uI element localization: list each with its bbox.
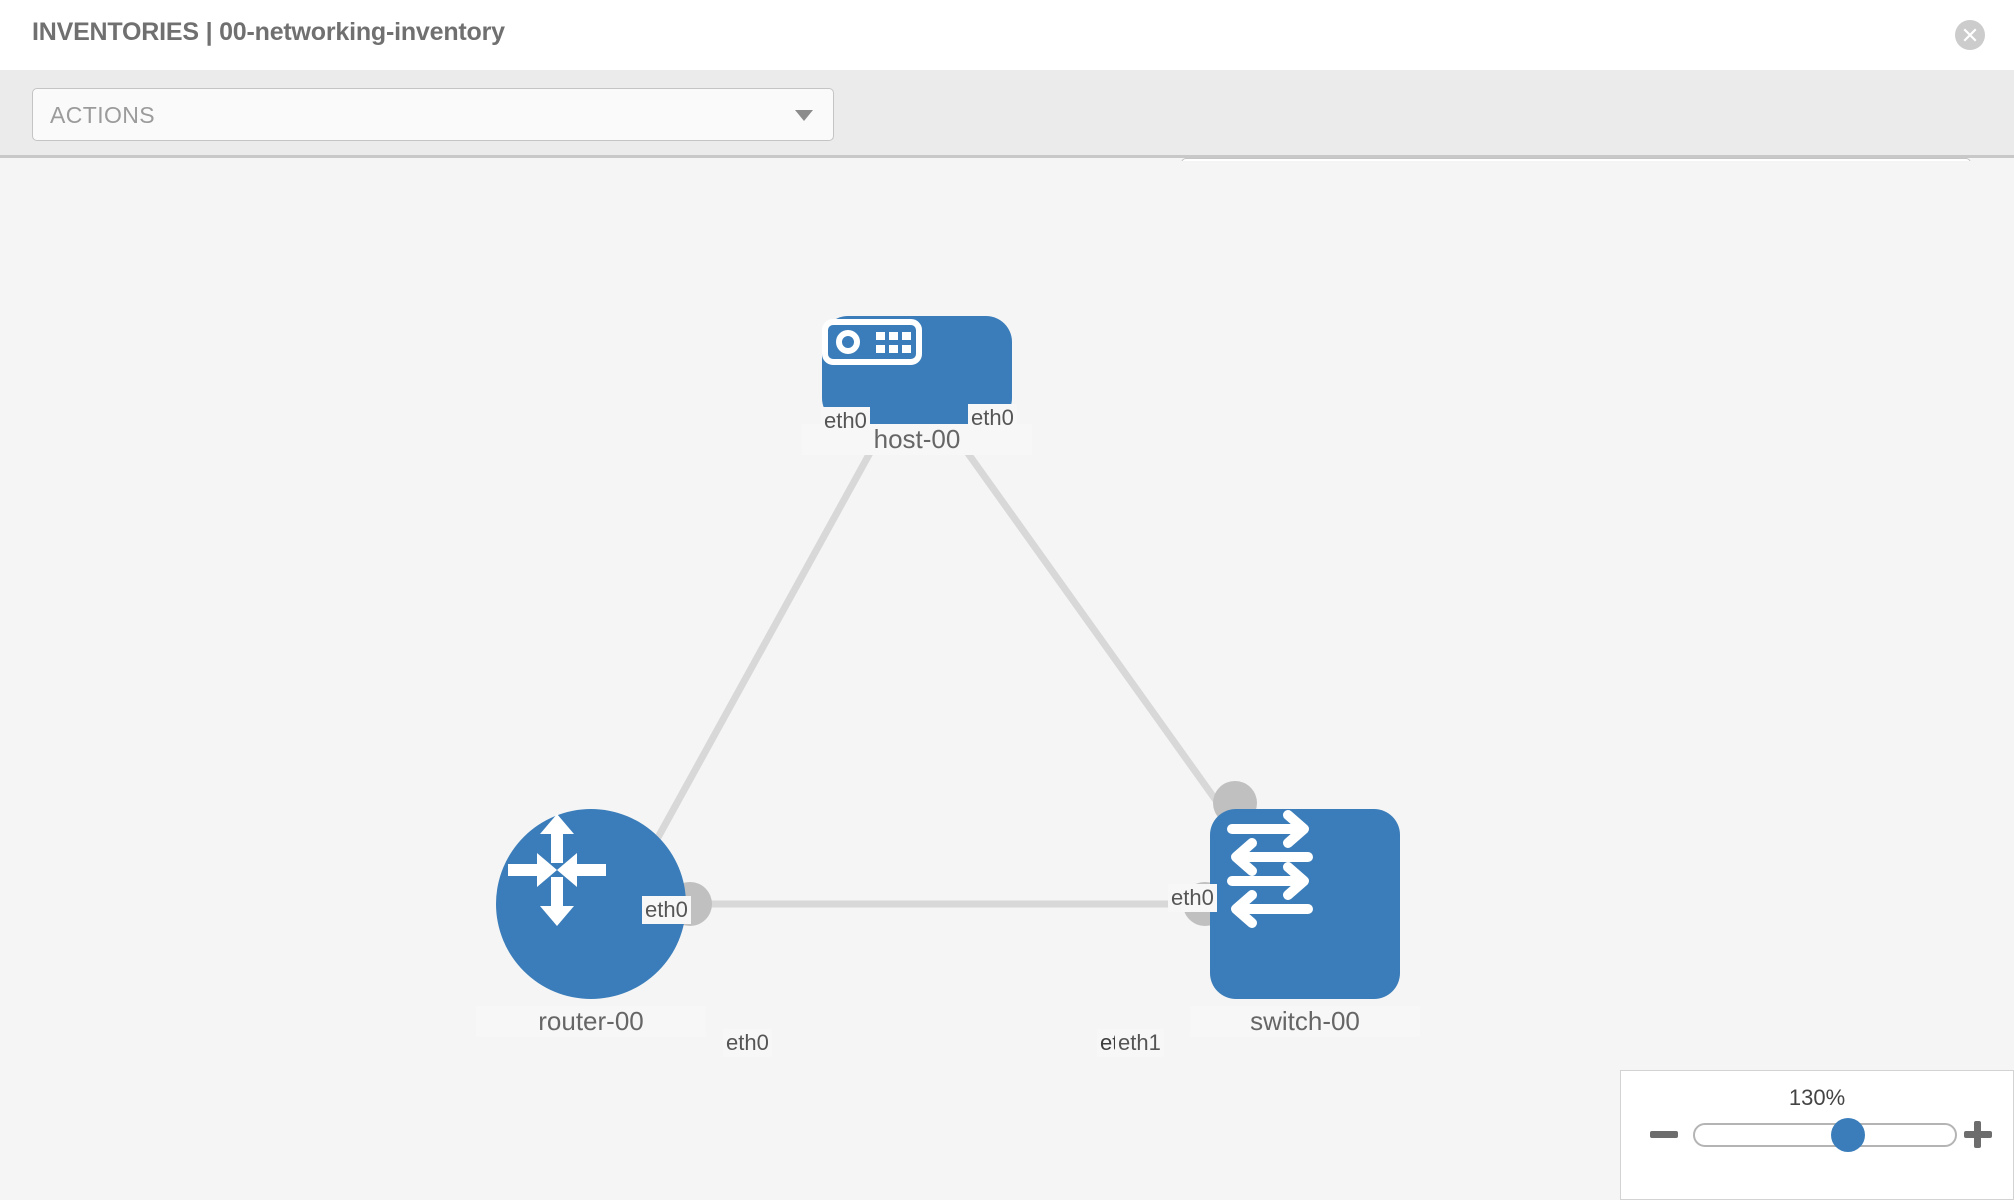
zoom-control-panel: 130% (1620, 1070, 2014, 1200)
edge-label-host-left: eth0 (821, 407, 870, 435)
edge-label-switch-left: eth1 (1115, 1029, 1164, 1057)
zoom-percent-label: 130% (1788, 1085, 1846, 1110)
edge-label-host-right: eth0 (968, 404, 1017, 432)
zoom-out-button[interactable] (1647, 1117, 1681, 1151)
router-icon (508, 814, 606, 926)
edge-label-switch-up: eth0 (1168, 884, 1217, 912)
close-button[interactable] (1955, 20, 1985, 50)
page-title: INVENTORIES | 00-networking-inventory (32, 18, 505, 46)
server-icon (822, 319, 922, 365)
actions-dropdown[interactable]: ACTIONS (32, 88, 834, 141)
zoom-in-button[interactable] (1961, 1117, 1995, 1151)
edge-label-router-right: eth0 (723, 1029, 772, 1057)
zoom-slider-thumb[interactable] (1830, 1118, 1865, 1152)
switch-node-shape[interactable] (1210, 809, 1400, 999)
router-node-label: router-00 (476, 1006, 706, 1037)
actions-dropdown-value: ACTIONS (50, 102, 156, 128)
close-icon (1963, 28, 1977, 42)
topology-links-layer (641, 407, 1257, 926)
topology-canvas[interactable]: host-00 rout (0, 161, 2014, 1200)
zoom-slider-track[interactable] (1693, 1118, 1957, 1152)
page-header: INVENTORIES | 00-networking-inventory (0, 0, 2014, 70)
switch-node-label: switch-00 (1190, 1006, 1420, 1037)
link-host-switch[interactable] (949, 428, 1248, 844)
edge-label-router-up: eth0 (642, 896, 691, 924)
switch-icon (1227, 810, 1313, 928)
link-host-router[interactable] (641, 429, 886, 863)
chevron-down-icon (795, 110, 813, 121)
toolbar: ACTIONS SEARCH (0, 70, 2014, 211)
